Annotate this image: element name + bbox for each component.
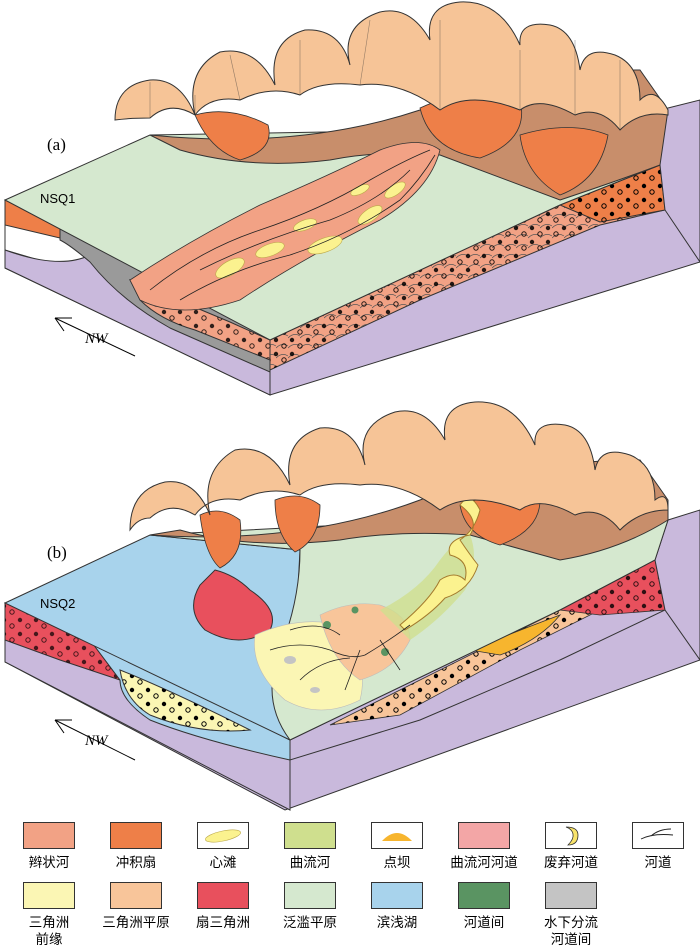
nw-label-a: NW: [84, 331, 109, 347]
panel-a-label: (a): [47, 135, 66, 154]
panel-a: (a) NSQ1 NW: [3, 1, 700, 396]
meandering-channel-b: [399, 498, 481, 631]
legend-item-subaqueous-interdistributary: 水下分流河道间: [532, 882, 610, 949]
nw-arrow-a: [54, 317, 136, 357]
alluvial-fan-3-a: [519, 127, 609, 196]
delta-plain-swatch: [110, 882, 162, 909]
legend-item-alluvial-fan: 冲积扇: [97, 822, 175, 872]
legend-label: 滨浅湖: [376, 915, 418, 931]
point-bar-swatch: [371, 822, 423, 849]
mid-channel-bar-1-a: [215, 257, 245, 279]
front-face-right-dots2-a: [270, 165, 665, 370]
legend-label: 三角洲前缘: [28, 915, 70, 948]
alluvial-fan-2-b: [274, 495, 321, 553]
mid-channel-bar-2-a: [255, 242, 285, 258]
shore-shallow-lake-swatch: [371, 882, 423, 909]
interchannel-1-b: [323, 621, 331, 629]
meandering-river-swatch: [284, 822, 336, 849]
panel-b-label: (b): [47, 543, 67, 562]
legend-label: 河道间: [463, 915, 505, 931]
sequence-a-label: NSQ1: [40, 191, 75, 206]
legend-item-abandoned-channel: 废弃河道: [532, 822, 610, 872]
alluvial-fan-right-dots-a: [560, 165, 665, 222]
legend-label: 三角洲平原: [102, 915, 170, 931]
interchannel-swatch: [458, 882, 510, 909]
legend-item-point-bar: 点坝: [358, 822, 436, 872]
legend-item-floodplain: 泛滥平原: [271, 882, 349, 932]
channel-lines-a: [149, 149, 436, 301]
mountain-ridges-a: [149, 19, 621, 130]
mid-channel-bar-3-a: [307, 235, 343, 255]
subaqueous-1-b: [284, 656, 296, 664]
legend-item-meandering-river: 曲流河: [271, 822, 349, 872]
nw-arrowhead-a: [54, 317, 72, 332]
floodplain-swatch: [284, 882, 336, 909]
legend-item-delta-front: 三角洲前缘: [10, 882, 88, 949]
panel-b: (b) NSQ2 NW: [3, 401, 700, 811]
abandoned-channel-swatch: [545, 822, 597, 849]
nw-label-b: NW: [84, 733, 109, 749]
legend-item-mid-channel-bar: 心滩: [184, 822, 262, 872]
alluvial-fan-swatch: [110, 822, 162, 849]
legend-label: 冲积扇: [115, 855, 157, 871]
legend-label: 河道: [644, 855, 672, 871]
legend-item-interchannel: 河道间: [445, 882, 523, 932]
legend-item-delta-plain: 三角洲平原: [97, 882, 175, 932]
channel-lines-b: [269, 624, 411, 691]
legend-label: 水下分流河道间: [544, 915, 598, 948]
legend-item-braided-river: 辫状河: [10, 822, 88, 872]
alluvial-fan-1-b: [199, 510, 242, 569]
legend-label: 点坝: [383, 855, 411, 871]
nw-arrow-b: [54, 719, 136, 761]
interchannel-2-b: [351, 606, 359, 614]
mid-channel-bar-4-a: [293, 218, 317, 232]
delta-front-lens-dots-b: [120, 670, 250, 731]
mountains-a: [114, 1, 669, 131]
nw-arrowhead-b: [54, 719, 72, 734]
alluvial-fan-1-a: [194, 111, 270, 161]
legend-item-channel: 河道: [619, 822, 697, 872]
legend-item-meandering-channel: 曲流河河道: [445, 822, 523, 872]
depositional-model-diagram: (a) NSQ1 NW: [3, 1, 700, 811]
legend-label: 曲流河河道: [450, 855, 518, 871]
meandering-channel-swatch: [458, 822, 510, 849]
subaqueous-interdistributary-swatch: [545, 882, 597, 909]
fan-delta-face-dots-b: [560, 560, 665, 615]
mountains-b: [129, 401, 669, 532]
legend-label: 心滩: [209, 855, 237, 871]
braided-river-swatch: [23, 822, 75, 849]
legend-item-fan-delta: 扇三角洲: [184, 882, 262, 932]
mid-channel-bar-5-a: [357, 205, 383, 225]
delta-front-swatch: [23, 882, 75, 909]
delta-plain-b: [319, 603, 411, 681]
legend-label: 曲流河: [289, 855, 331, 871]
legend-label: 泛滥平原: [283, 915, 337, 931]
legend-label: 辫状河: [28, 855, 70, 871]
channel-swatch: [632, 822, 684, 849]
fan-delta-edge-dots-b: [5, 603, 120, 680]
legend-label: 废弃河道: [544, 855, 598, 871]
legend-label: 扇三角洲: [196, 915, 250, 931]
mid-channel-bar-swatch: [197, 822, 249, 849]
meandering-river-zone-b: [380, 535, 474, 640]
sequence-b-label: NSQ2: [40, 596, 75, 611]
legend: 辫状河 冲积扇 心滩 曲流河 点坝 曲流河河道 废弃河道 河道: [0, 812, 700, 951]
fan-delta-swatch: [197, 882, 249, 909]
subaqueous-2-b: [310, 687, 320, 693]
legend-item-shore-shallow-lake: 滨浅湖: [358, 882, 436, 932]
